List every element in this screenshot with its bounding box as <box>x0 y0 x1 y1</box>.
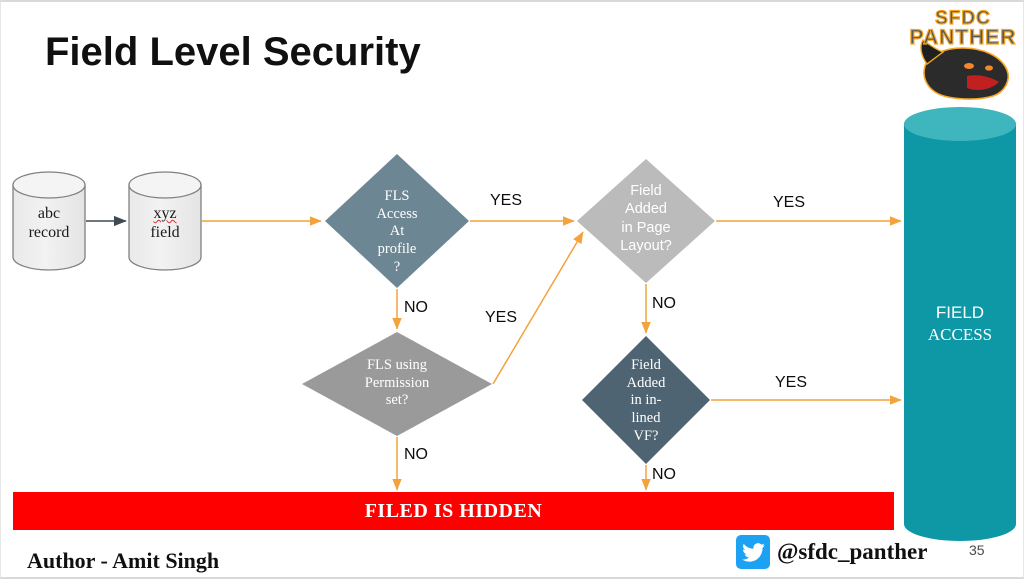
edge-label-no-d3-banner: NO <box>404 446 428 463</box>
slide-number: 35 <box>969 542 985 558</box>
arrow-d3-yes-to-d2 <box>492 231 584 385</box>
logo-line-2: PANTHER <box>909 25 1017 49</box>
cylinder-field-access-label: FIELD ACCESS <box>927 303 993 345</box>
field-hidden-banner: FILED IS HIDDEN <box>13 492 894 530</box>
twitter-bird-icon <box>736 535 770 569</box>
twitter-credit: @sfdc_panther <box>736 535 927 569</box>
edge-label-yes-d2-db: YES <box>773 194 806 211</box>
sfdc-panther-logo: SFDC PANTHER <box>907 4 1019 104</box>
author-credit: Author - Amit Singh <box>27 548 220 573</box>
page-title: Field Level Security <box>45 30 421 74</box>
decision-field-added-in-page-layout <box>577 159 715 283</box>
field-hidden-banner-text: FILED IS HIDDEN <box>364 499 543 522</box>
twitter-handle-text: @sfdc_panther <box>777 539 928 564</box>
edge-label-yes-d4-db: YES <box>775 374 808 391</box>
decision-field-added-in-inline-vf <box>582 336 710 464</box>
edge-label-yes-d3-d2: YES <box>485 309 518 326</box>
edge-label-yes-d1-d2: YES <box>490 192 523 209</box>
edge-label-no-d4-banner: NO <box>652 466 676 483</box>
cylinder-xyz-field <box>128 171 202 271</box>
panther-head-icon <box>920 38 1009 100</box>
edge-label-no-d1-d3: NO <box>404 299 428 316</box>
decision-fls-access-at-profile <box>325 154 469 288</box>
logo-line-1: SFDC <box>935 7 991 29</box>
twitter-bird-glyph <box>741 542 765 562</box>
decision-fls-using-permission-set <box>302 332 492 436</box>
cylinder-abc-record <box>12 171 86 271</box>
cylinder-field-access <box>904 107 1016 541</box>
edge-label-no-d2-d4: NO <box>652 295 676 312</box>
